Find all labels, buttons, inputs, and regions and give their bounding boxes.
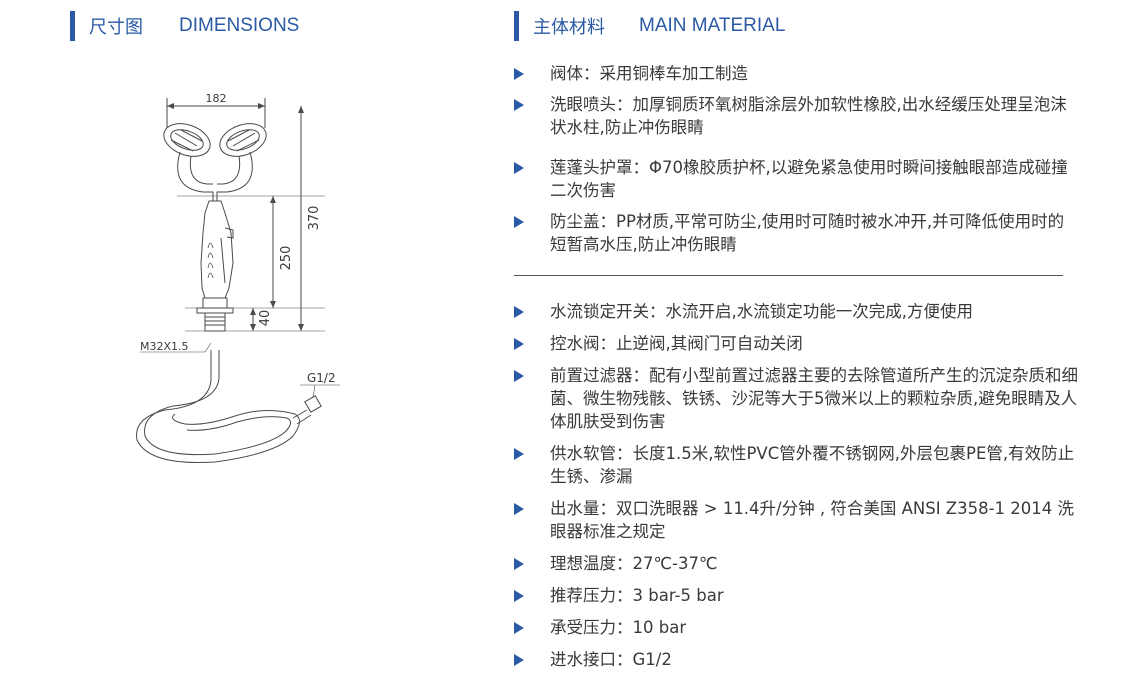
- list-item-text: 洗眼喷头：加厚铜质环氧树脂涂层外加软性橡胶,出水经缓压处理呈泡沫状水柱,防止冲伤…: [550, 95, 1067, 137]
- list-item-text: 理想温度：27℃-37℃: [550, 554, 718, 573]
- list-item-text: 水流锁定开关：水流开启,水流锁定功能一次完成,方便使用: [550, 302, 973, 321]
- list-item: 阀体：采用铜棒车加工制造: [514, 62, 1080, 85]
- dimensions-header: 尺寸图 DIMENSIONS: [70, 11, 299, 41]
- height-total-label: 370: [307, 206, 322, 231]
- bullet-triangle-icon: [514, 370, 524, 382]
- bullet-triangle-icon: [514, 68, 524, 80]
- list-item: 推荐压力：3 bar-5 bar: [514, 584, 1080, 607]
- header-accent-bar: [514, 11, 519, 41]
- supply-hose: [136, 350, 300, 463]
- list-item-text: 推荐压力：3 bar-5 bar: [550, 586, 724, 605]
- thread-label: M32X1.5: [140, 340, 189, 353]
- list-item: 防尘盖：PP材质,平常可防尘,使用时可随时被水冲开,并可降低使用时的短暂高水压,…: [514, 210, 1080, 256]
- list-item-text: 供水软管：长度1.5米,软性PVC管外覆不锈钢网,外层包裹PE管,有效防止生锈、…: [550, 444, 1075, 486]
- material-title-cn: 主体材料: [533, 17, 605, 38]
- list-item-text: 进水接口：G1/2: [550, 650, 672, 669]
- list-item-text: 出水量：双口洗眼器 > 11.4升/分钟 , 符合美国 ANSI Z358-1 …: [550, 499, 1075, 541]
- features-list: 水流锁定开关：水流开启,水流锁定功能一次完成,方便使用 控水阀：止逆阀,其阀门可…: [514, 300, 1080, 671]
- list-item: 供水软管：长度1.5米,软性PVC管外覆不锈钢网,外层包裹PE管,有效防止生锈、…: [514, 442, 1080, 488]
- bullet-triangle-icon: [514, 448, 524, 460]
- dimension-drawing: 182: [125, 88, 400, 478]
- materials-list: 阀体：采用铜棒车加工制造 洗眼喷头：加厚铜质环氧树脂涂层外加软性橡胶,出水经缓压…: [514, 62, 1080, 256]
- left-spray-head: [163, 123, 211, 157]
- list-item: 理想温度：27℃-37℃: [514, 552, 1080, 575]
- list-item-text: 防尘盖：PP材质,平常可防尘,使用时可随时被水冲开,并可降低使用时的短暂高水压,…: [550, 212, 1065, 254]
- bullet-triangle-icon: [514, 338, 524, 350]
- bullet-triangle-icon: [514, 503, 524, 515]
- list-item: 前置过滤器：配有小型前置过滤器主要的去除管道所产生的沉淀杂质和细菌、微生物残骸、…: [514, 364, 1080, 433]
- bullet-triangle-icon: [514, 306, 524, 318]
- height-base-label: 40: [258, 310, 273, 327]
- bullet-triangle-icon: [514, 99, 524, 111]
- list-item-text: 前置过滤器：配有小型前置过滤器主要的去除管道所产生的沉淀杂质和细菌、微生物残骸、…: [550, 366, 1078, 431]
- list-item-text: 阀体：采用铜棒车加工制造: [550, 64, 748, 83]
- list-item: 控水阀：止逆阀,其阀门可自动关闭: [514, 332, 1080, 355]
- list-item: 进水接口：G1/2: [514, 648, 1080, 671]
- bullet-triangle-icon: [514, 654, 524, 666]
- right-spray-head: [219, 123, 267, 157]
- bullet-triangle-icon: [514, 622, 524, 634]
- bullet-triangle-icon: [514, 162, 524, 174]
- list-item-text: 莲蓬头护罩：Φ70橡胶质护杯,以避免紧急使用时瞬间接触眼部造成碰撞二次伤害: [550, 158, 1068, 200]
- material-header: 主体材料 MAIN MATERIAL: [514, 11, 785, 41]
- list-item-text: 承受压力：10 bar: [550, 618, 687, 637]
- list-item: 水流锁定开关：水流开启,水流锁定功能一次完成,方便使用: [514, 300, 1080, 323]
- header-accent-bar: [70, 11, 75, 41]
- y-arms: [177, 151, 253, 201]
- list-item: 莲蓬头护罩：Φ70橡胶质护杯,以避免紧急使用时瞬间接触眼部造成碰撞二次伤害: [514, 156, 1080, 202]
- dimensions-title-cn: 尺寸图: [89, 17, 143, 38]
- list-item-text: 控水阀：止逆阀,其阀门可自动关闭: [550, 334, 803, 353]
- bullet-triangle-icon: [514, 216, 524, 228]
- bullet-triangle-icon: [514, 558, 524, 570]
- list-item: 出水量：双口洗眼器 > 11.4升/分钟 , 符合美国 ANSI Z358-1 …: [514, 497, 1080, 543]
- handle-body: [200, 200, 234, 299]
- section-divider: [514, 275, 1063, 276]
- list-item: 承受压力：10 bar: [514, 616, 1080, 639]
- list-item: 洗眼喷头：加厚铜质环氧树脂涂层外加软性橡胶,出水经缓压处理呈泡沫状水柱,防止冲伤…: [514, 93, 1080, 139]
- width-label: 182: [206, 92, 227, 105]
- height-mid-label: 250: [279, 246, 294, 271]
- bullet-triangle-icon: [514, 590, 524, 602]
- material-title-en: MAIN MATERIAL: [639, 15, 786, 36]
- inlet-label: G1/2: [307, 371, 336, 385]
- dimensions-title-en: DIMENSIONS: [179, 15, 300, 36]
